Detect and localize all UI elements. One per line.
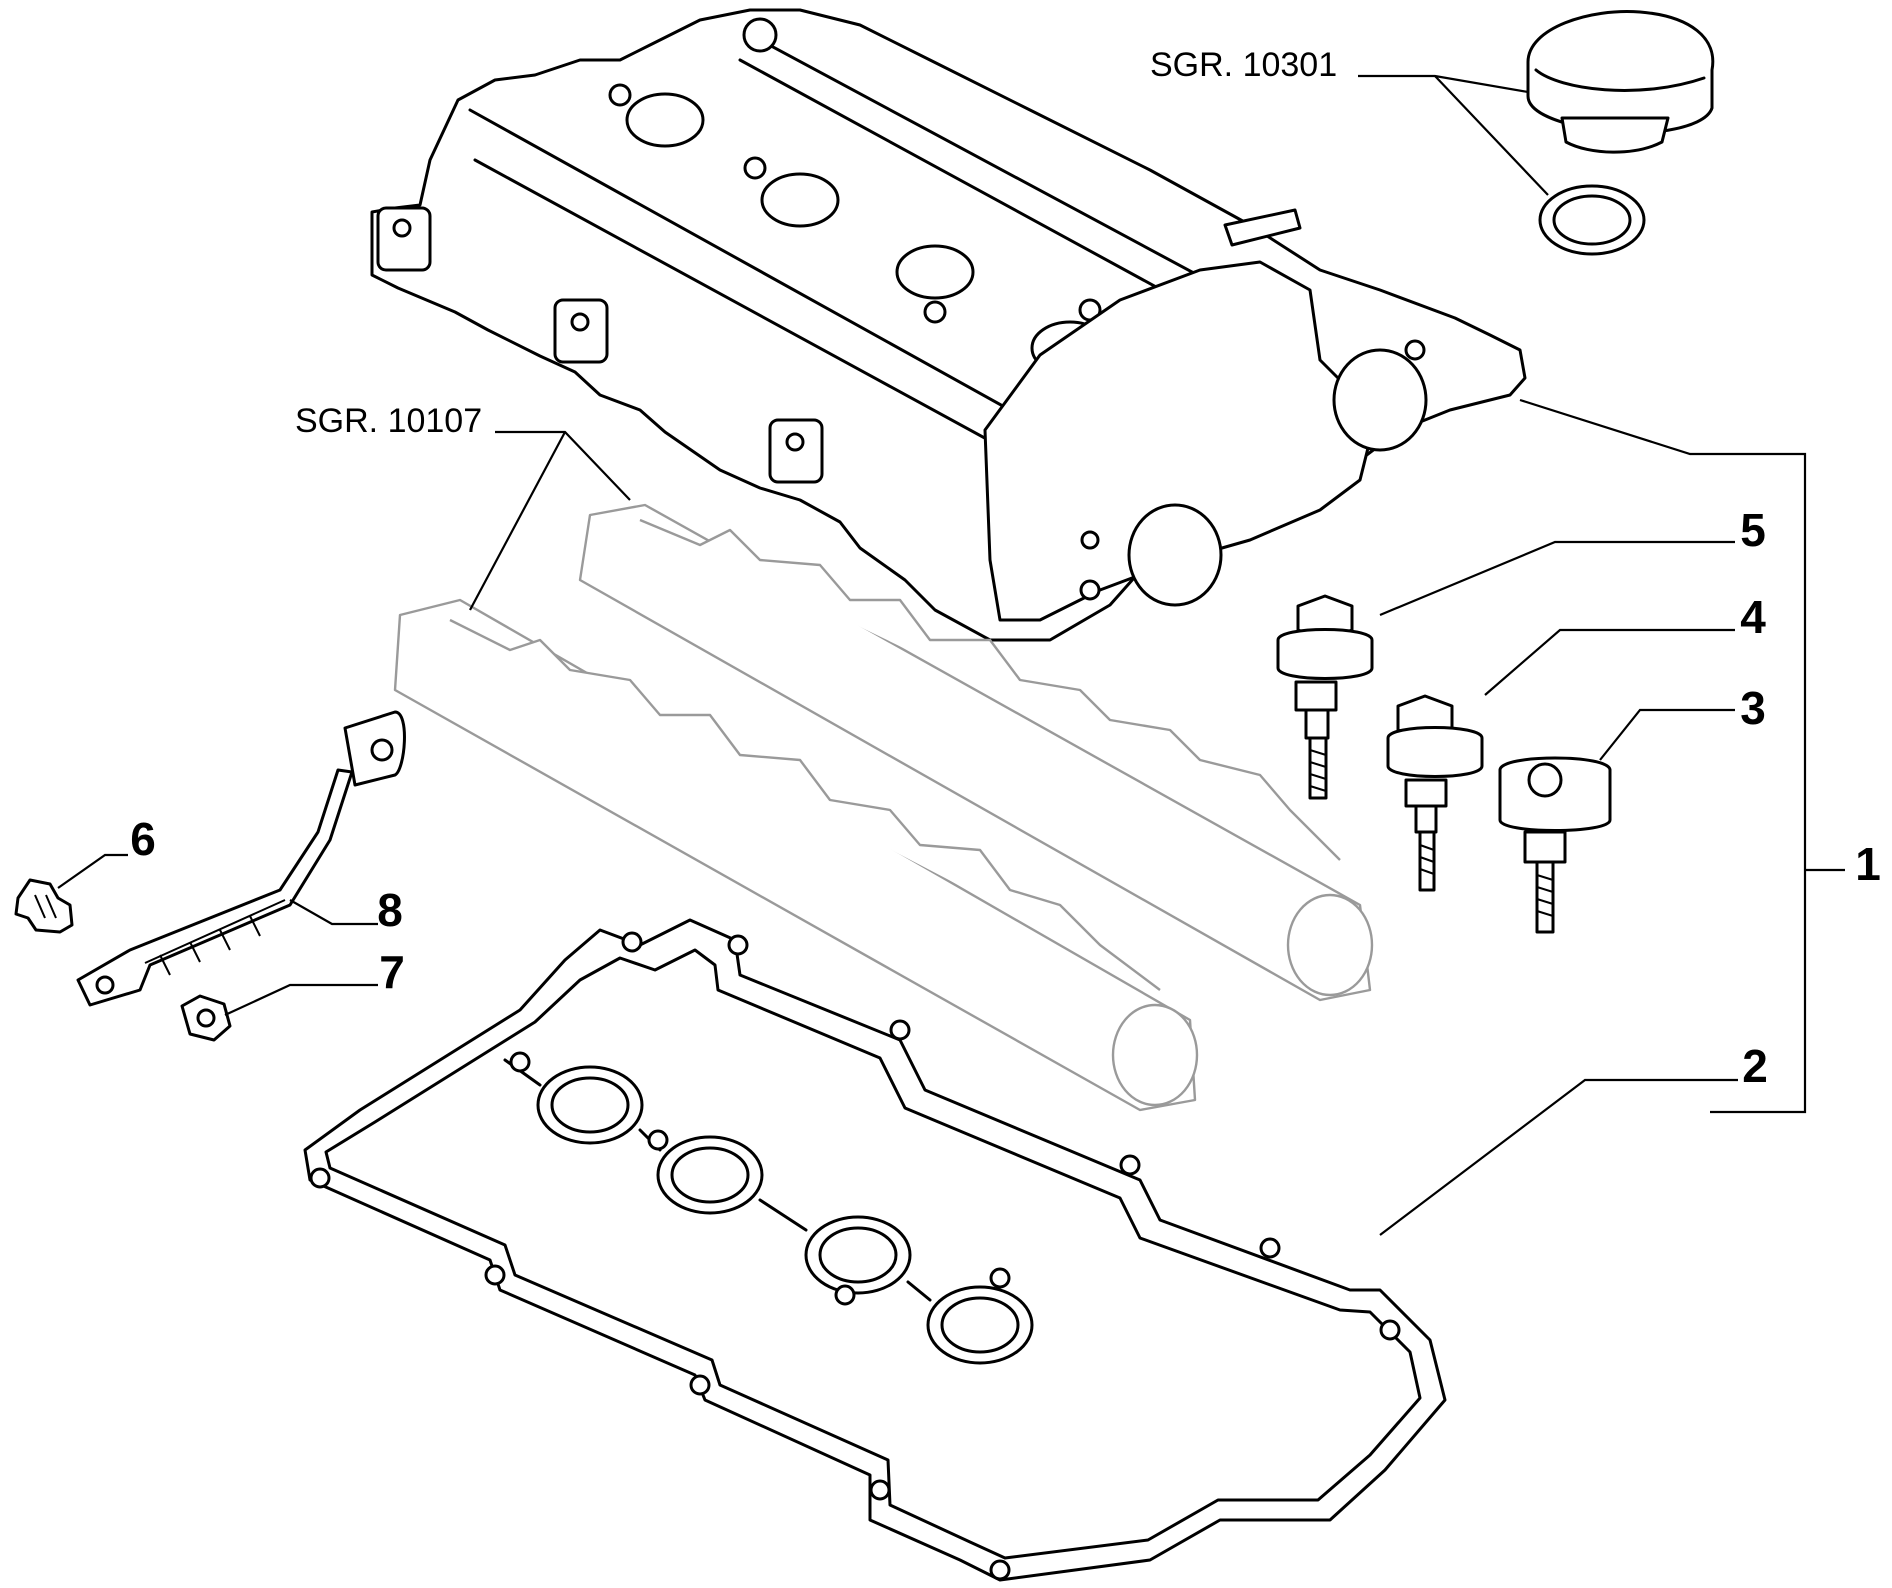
callout-7: 7 (379, 946, 405, 998)
camshaft-intake (393, 598, 1199, 1112)
earth-strap (76, 710, 406, 1007)
oil-filler-cap (1526, 9, 1715, 154)
hex-nut (180, 994, 232, 1042)
valve-cover (370, 8, 1527, 642)
oil-cap-seal-ring (1538, 184, 1646, 256)
reference-oil-cap: SGR. 10301 (1150, 46, 1337, 84)
leader-lines (57, 74, 1845, 1236)
callout-1: 1 (1855, 838, 1881, 890)
reference-camshafts: SGR. 10107 (295, 402, 482, 440)
cover-bolt-5 (1276, 594, 1374, 800)
drain-plug (14, 878, 74, 934)
callout-6: 6 (130, 813, 156, 865)
cover-gasket (303, 918, 1447, 1582)
callout-4: 4 (1740, 591, 1766, 643)
callout-8: 8 (377, 884, 403, 936)
callout-2: 2 (1742, 1040, 1768, 1092)
camshaft-exhaust (578, 503, 1374, 1002)
callout-5: 5 (1740, 504, 1766, 556)
callout-3: 3 (1740, 682, 1766, 734)
cover-bolt-4 (1386, 694, 1484, 892)
cover-bolt-3 (1498, 756, 1612, 934)
